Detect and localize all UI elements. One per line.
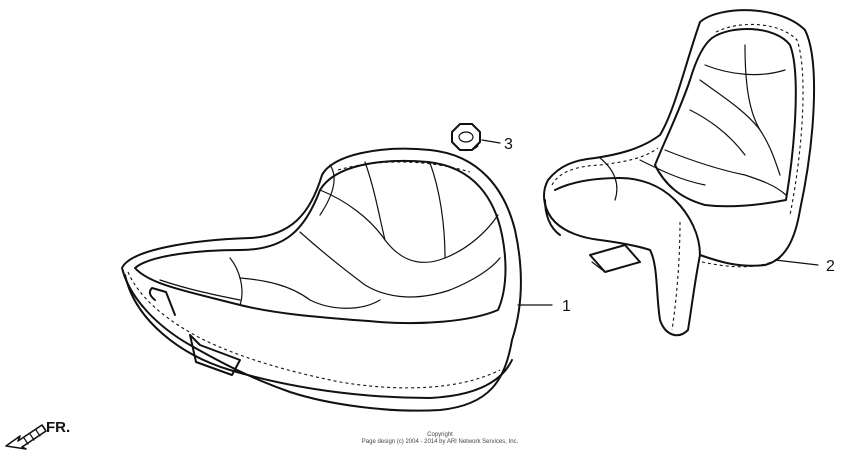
callout-2-leader (774, 259, 819, 266)
rider-seat-part[interactable] (121, 147, 522, 412)
callout-3-label: 3 (504, 136, 513, 153)
callout-3: 3 (481, 136, 513, 153)
copyright-line-1: Copyright (427, 432, 453, 438)
callout-2: 2 (774, 258, 835, 275)
callout-1: 1 (517, 298, 571, 315)
front-direction-indicator: FR. (5, 419, 70, 450)
front-direction-arrow-icon (5, 424, 47, 450)
callout-2-label: 2 (826, 258, 835, 275)
callout-1-label: 1 (562, 298, 571, 315)
passenger-seat-part[interactable] (543, 9, 816, 337)
copyright-notice: Copyright Page design (c) 2004 - 2014 by… (330, 432, 550, 446)
callout-3-leader (481, 139, 501, 144)
copyright-line-2: Page design (c) 2004 - 2014 by ARI Netwo… (361, 439, 519, 445)
front-direction-label: FR. (46, 419, 70, 436)
nut-part[interactable] (451, 123, 481, 152)
